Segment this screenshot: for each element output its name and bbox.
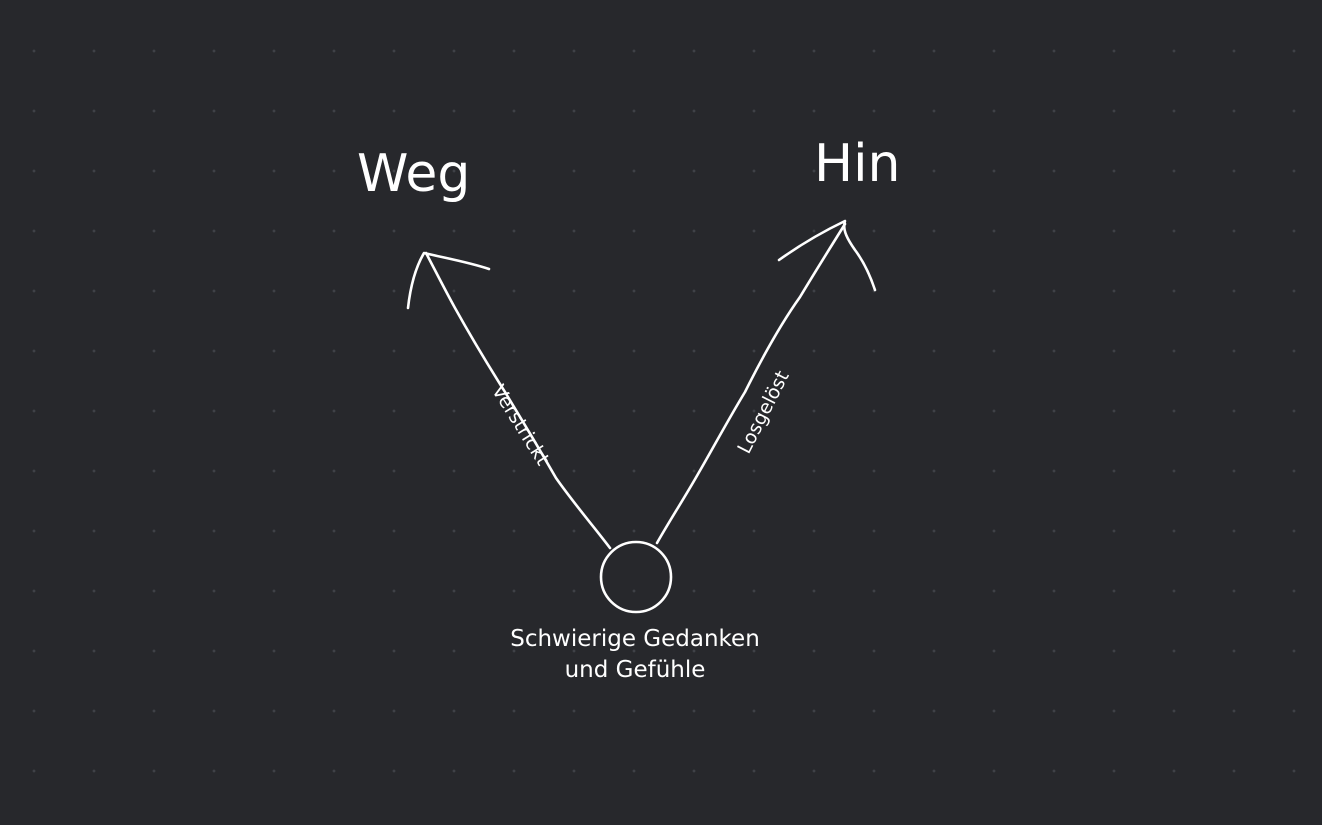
origin-caption-line-1: Schwierige Gedanken [510,626,760,652]
right-arrowhead [777,219,877,292]
target-label-weg: Weg [357,144,471,204]
right-arrow-shaft [655,222,847,545]
left-arrow-shaft [424,251,612,550]
origin-caption: Schwierige Gedanken und Gefühle [470,624,800,686]
origin-circle [599,540,673,614]
left-arrowhead [406,251,491,310]
target-label-hin: Hin [814,134,901,194]
origin-caption-line-2: und Gefühle [564,657,706,683]
